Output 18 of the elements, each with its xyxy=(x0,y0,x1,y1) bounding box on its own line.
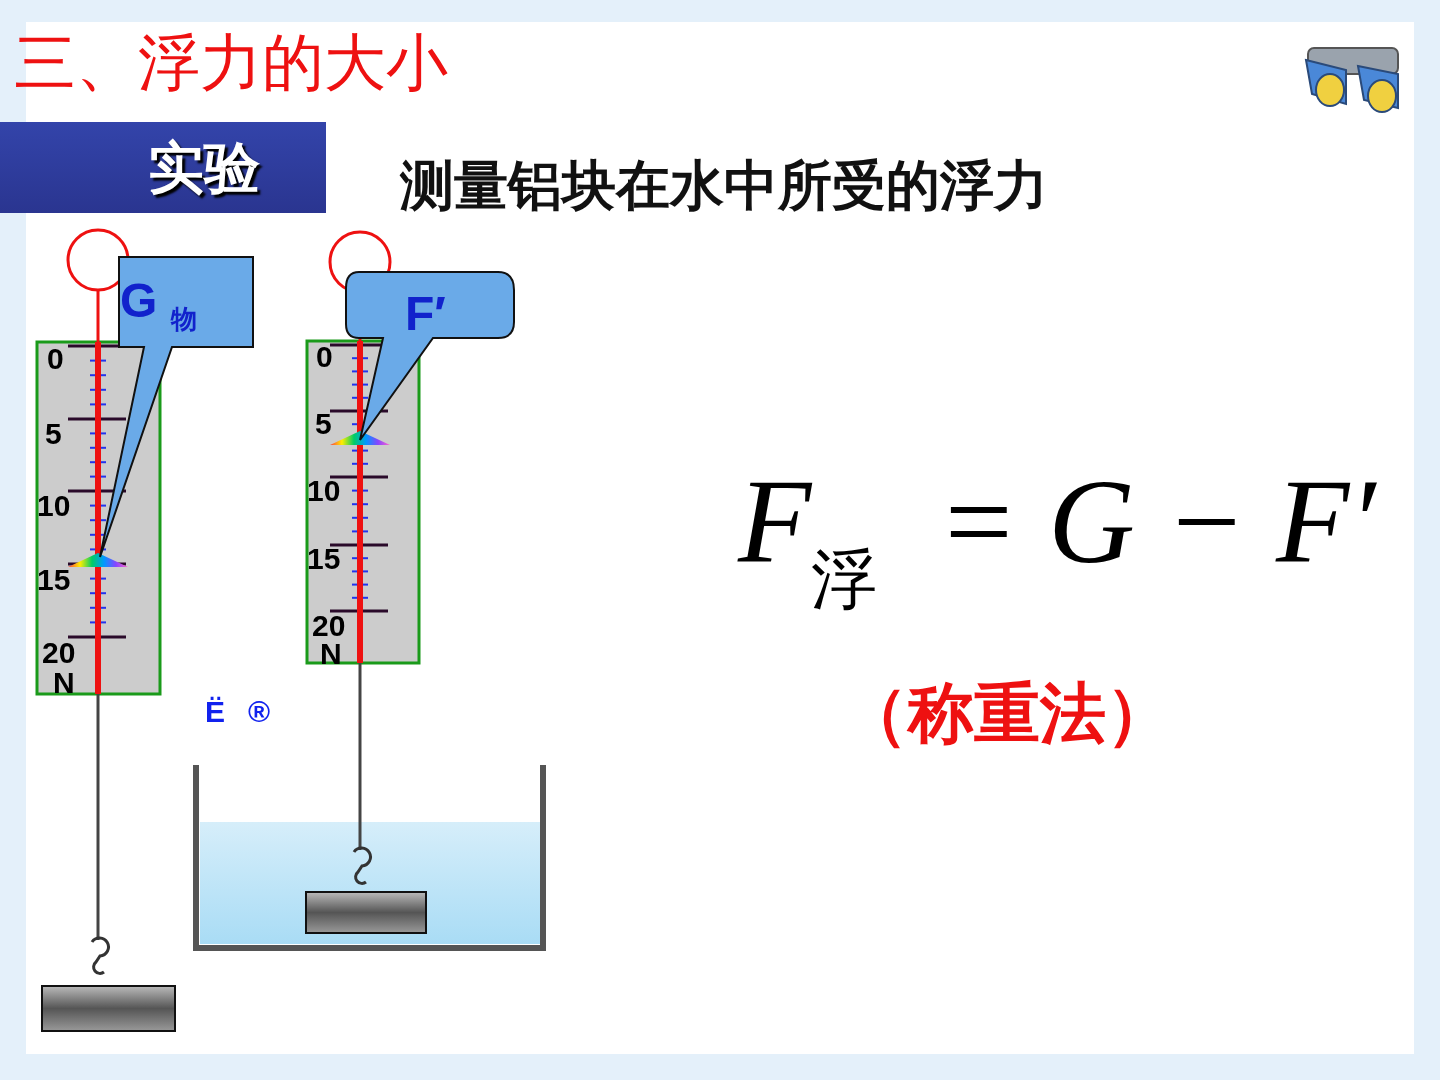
unit-label: N xyxy=(320,639,342,669)
slide-title: 三、浮力的大小 xyxy=(14,32,448,94)
subtitle: 测量铝块在水中所受的浮力 xyxy=(400,158,1048,212)
scale-number: 0 xyxy=(47,344,64,374)
formula: F$_{浮}$ = G − F′ xyxy=(738,462,1376,613)
scale-number: 10 xyxy=(307,476,341,506)
scale-number: 10 xyxy=(37,491,71,521)
scale-number: 15 xyxy=(307,544,341,574)
scale-number: 15 xyxy=(37,565,71,595)
scale-number: 5 xyxy=(45,419,62,449)
scale-number: 20 xyxy=(312,611,346,641)
garbled-text: Ë xyxy=(205,697,225,727)
scale-number: 20 xyxy=(42,638,76,668)
scale-number: 0 xyxy=(316,342,333,372)
header-band: 实验 xyxy=(0,122,326,213)
scale-number: 5 xyxy=(315,409,332,439)
garbled-text: ® xyxy=(248,697,271,727)
unit-label: N xyxy=(53,668,75,698)
